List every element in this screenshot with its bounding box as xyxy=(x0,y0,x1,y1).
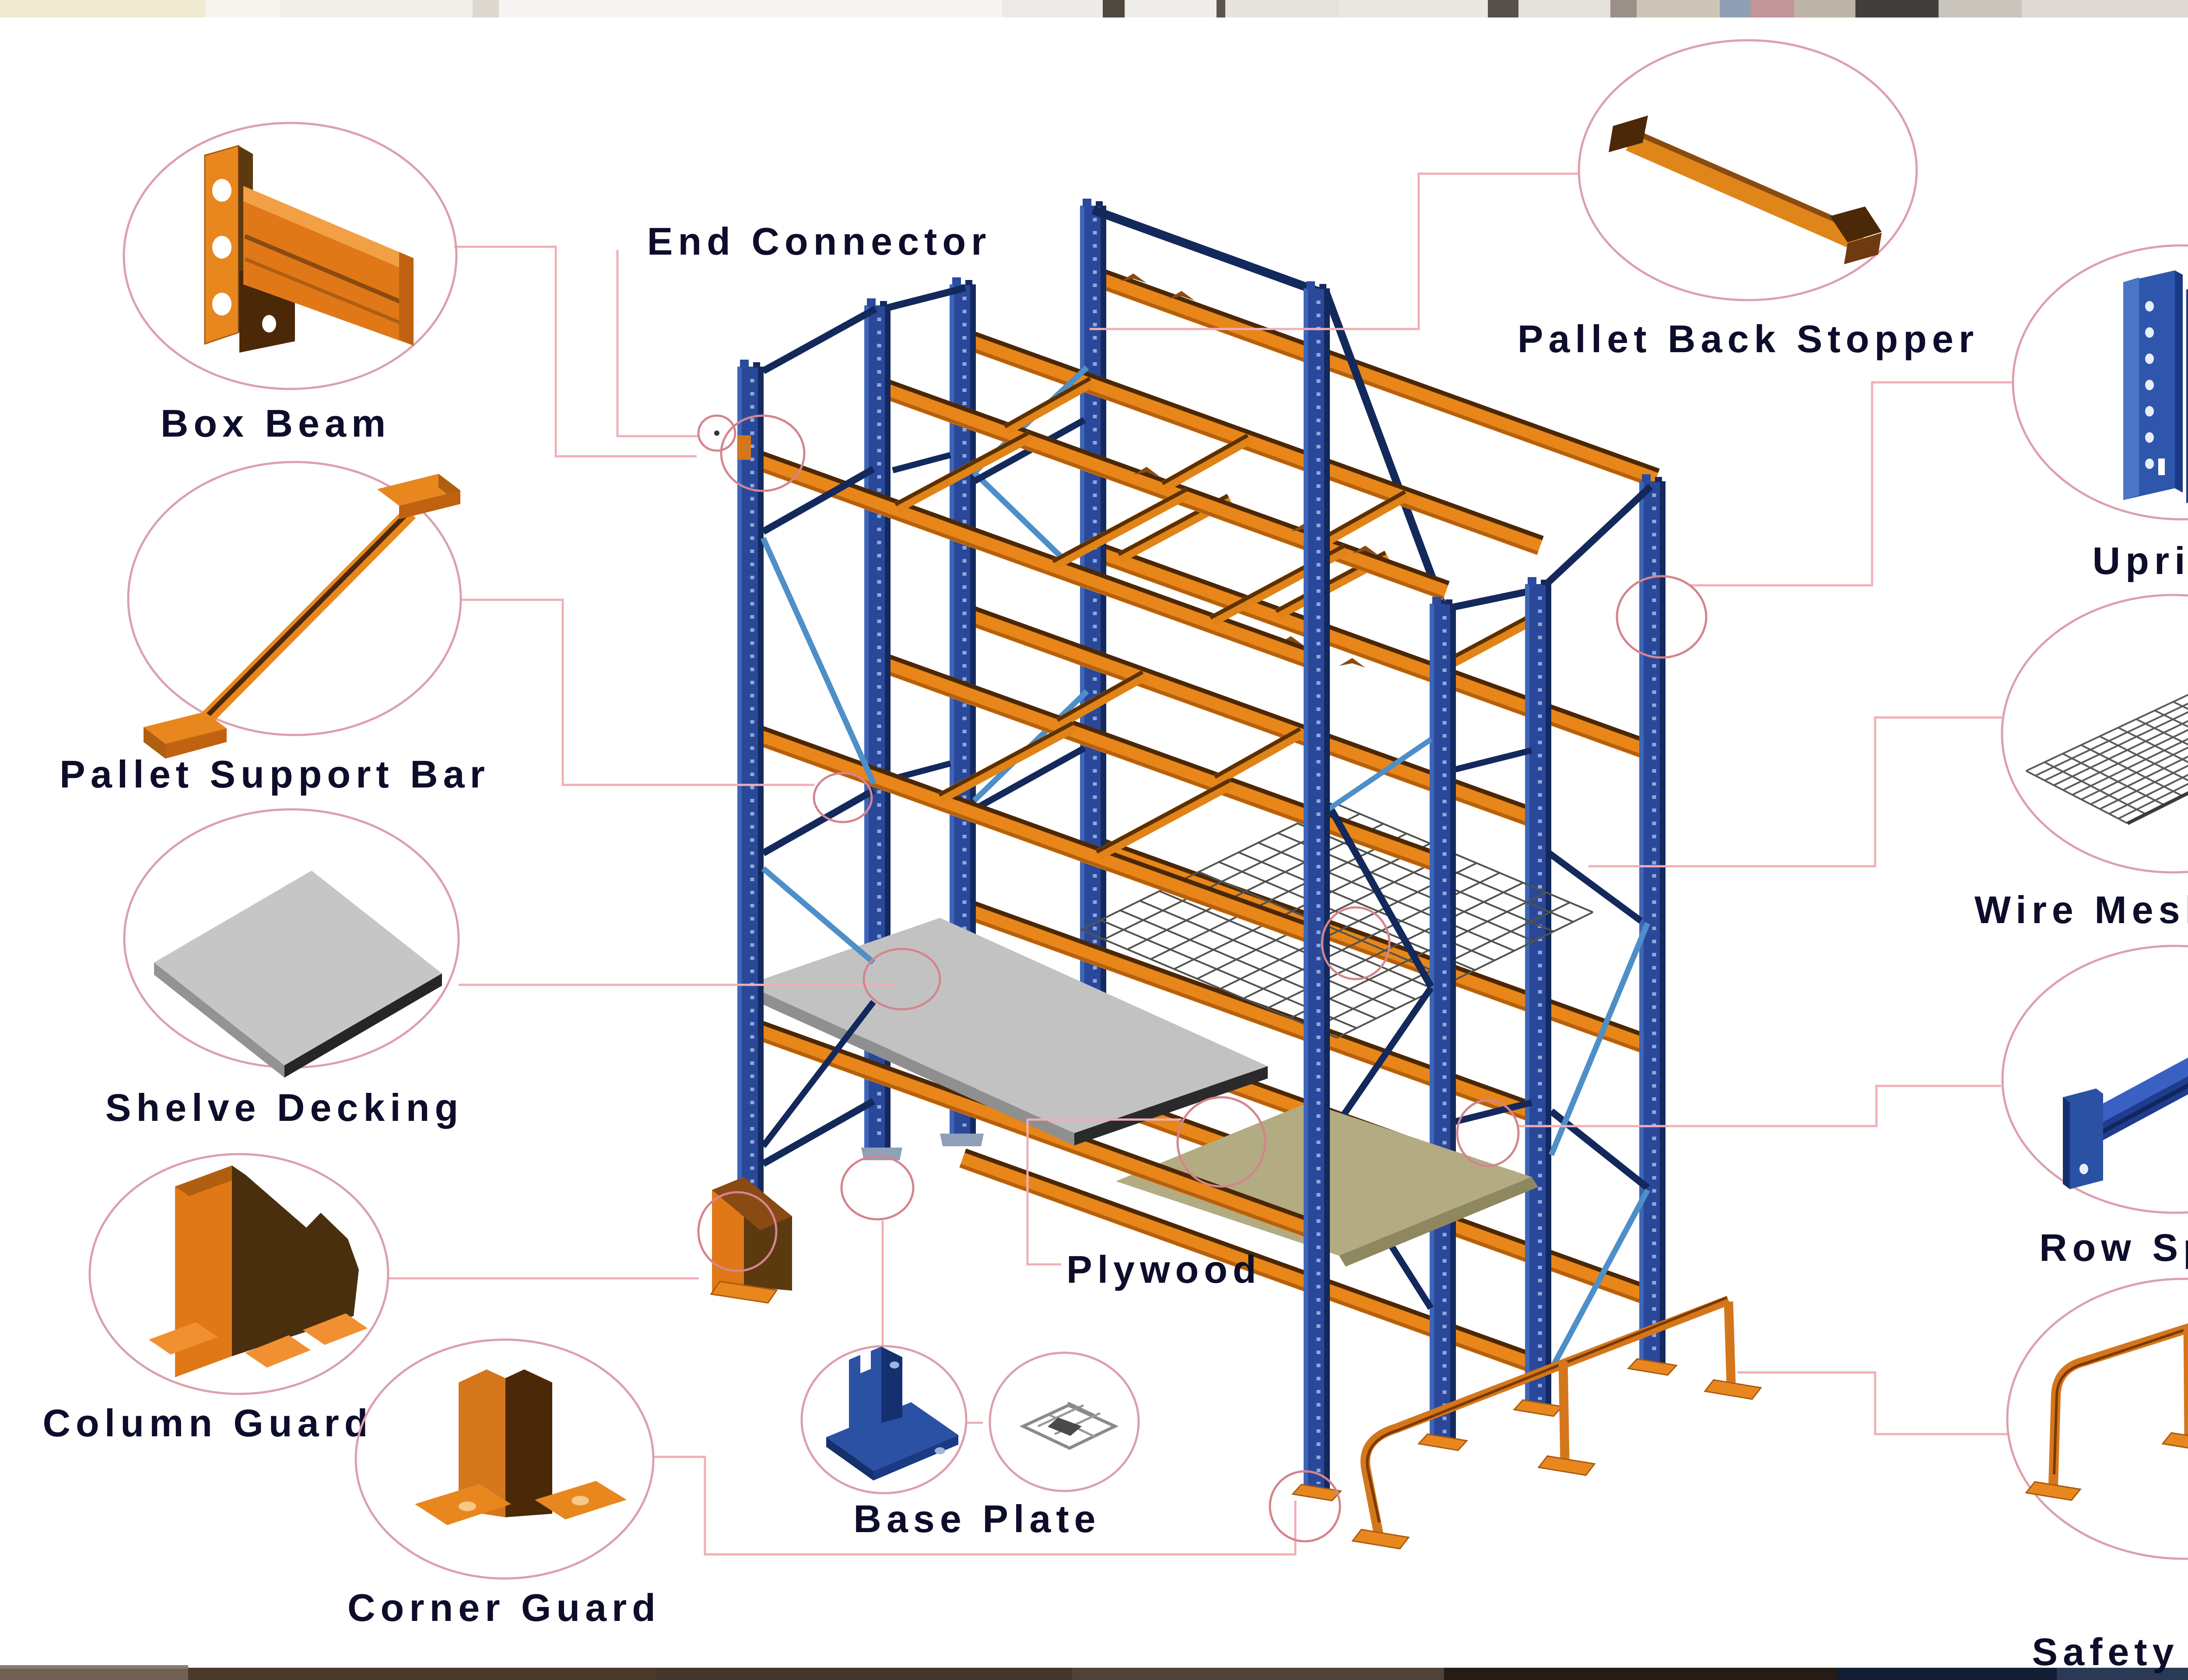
svg-text:Safety Barrier: Safety Barrier xyxy=(2032,1630,2188,1673)
svg-text:Pallet Back Stopper: Pallet Back Stopper xyxy=(1518,317,1979,360)
svg-text:Corner Guard: Corner Guard xyxy=(347,1586,661,1629)
svg-text:Box Beam: Box Beam xyxy=(161,402,391,445)
svg-text:Shelve Decking: Shelve Decking xyxy=(105,1086,464,1129)
svg-text:Upright: Upright xyxy=(2093,539,2188,582)
svg-text:Column Guard: Column Guard xyxy=(42,1401,373,1445)
svg-text:Pallet Support Bar: Pallet Support Bar xyxy=(60,752,490,796)
svg-text:Wire Mesh Decking: Wire Mesh Decking xyxy=(1974,888,2188,931)
svg-text:Base Plate: Base Plate xyxy=(853,1497,1101,1540)
svg-text:Plywood: Plywood xyxy=(1066,1248,1262,1291)
svg-text:End Connector: End Connector xyxy=(647,220,992,263)
svg-text:Row Spacer: Row Spacer xyxy=(2039,1226,2188,1269)
